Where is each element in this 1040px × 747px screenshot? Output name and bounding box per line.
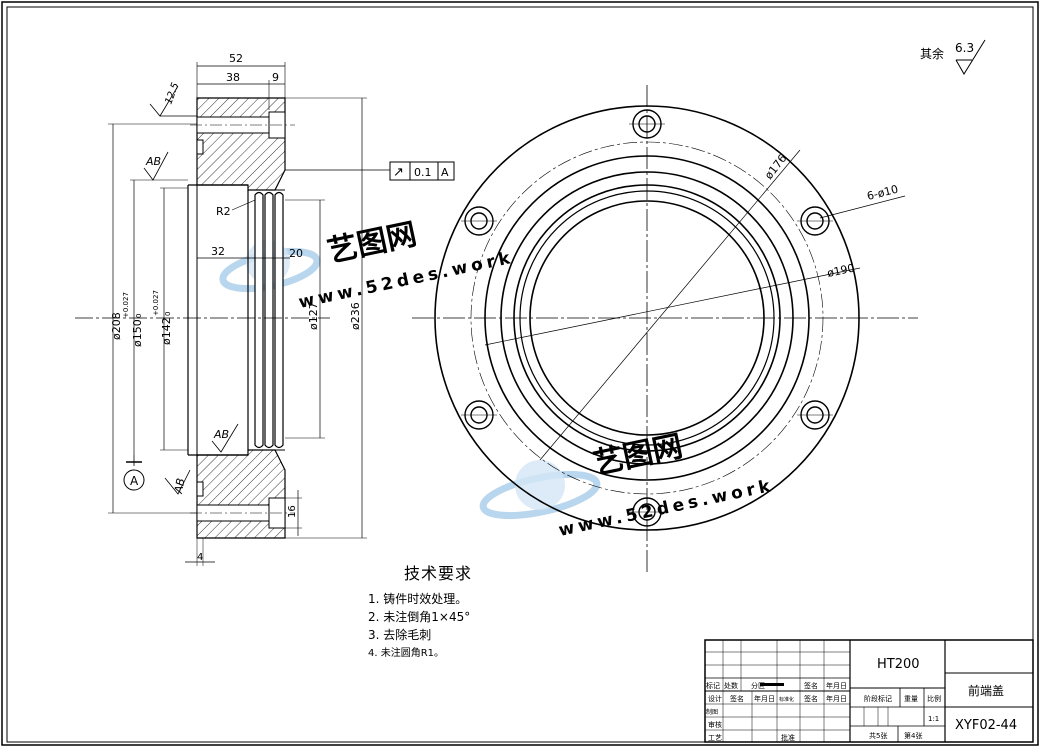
tech-requirements-title: 技术要求 — [404, 564, 473, 583]
dim-overall-width: 52 — [229, 52, 243, 65]
datum-a: A — [130, 474, 139, 488]
label-stage-mark: 阶段标记 — [864, 694, 892, 703]
bolt-hole — [797, 400, 833, 430]
tol-142-upper: +0.027 — [152, 290, 160, 316]
dim-dia-208: ø208 — [110, 312, 123, 340]
dim-holes: 6-ø10 — [866, 183, 900, 203]
tech-item-2: 2. 未注倒角1×45° — [368, 610, 471, 624]
label-zone: 分区 — [751, 681, 765, 690]
dim-dia-190: ø190 — [826, 261, 856, 279]
section-view: 52 38 9 12.5 AB AB AB R2 32 20 ø208 ø150… — [75, 52, 455, 566]
label-approve: 批准 — [781, 733, 795, 742]
tech-item-4: 4. 未注圆角R1。 — [368, 648, 445, 659]
dim-width-16: 16 — [287, 505, 298, 518]
dim-width-4: 4 — [197, 552, 203, 563]
dim-width-9: 9 — [272, 71, 279, 84]
dim-dia-142: ø142 — [160, 317, 173, 345]
tolerance-value: 0.1 — [414, 166, 432, 179]
label-signature-1: 签名 — [804, 681, 818, 690]
tech-item-1: 1. 铸件时效处理。 — [368, 592, 468, 606]
title-block-text: HT200 前端盖 XYF02-44 1:1 共5张 第4张 阶段标记 重量 比… — [706, 657, 1017, 742]
roughness-top: 12.5 — [164, 81, 182, 106]
watermark-2: 艺图网 www.52des.work — [479, 429, 776, 541]
label-ratio: 比例 — [927, 694, 941, 703]
roughness-other-value: 6.3 — [955, 41, 974, 55]
roughness-other: 其余 6.3 — [920, 39, 986, 75]
label-process: 工艺 — [708, 734, 722, 742]
dim-dia-150: ø150 — [131, 319, 144, 347]
label-review: 审核 — [708, 720, 722, 729]
material: HT200 — [877, 657, 920, 672]
label-signature-3: 签名 — [804, 694, 818, 703]
sheets-total: 共5张 — [869, 731, 887, 740]
tolerance-datum: A — [441, 166, 449, 179]
label-signature-2: 签名 — [730, 694, 744, 703]
roughness-ab-1: AB — [145, 155, 161, 168]
dim-depth-32: 32 — [211, 245, 225, 258]
scale: 1:1 — [928, 715, 939, 723]
tolerance-symbol: ↗ — [393, 165, 404, 180]
label-date-1: 年月日 — [826, 681, 847, 690]
tol-150-upper: +0.027 — [122, 292, 130, 318]
tol-150-lower: 0 — [135, 314, 143, 318]
label-date-3: 年月日 — [826, 694, 847, 703]
dim-dia-236: ø236 — [349, 302, 362, 330]
watermark-1: 艺图网 www.52des.work — [219, 217, 516, 313]
drawing-number: XYF02-44 — [955, 718, 1017, 733]
bolt-hole — [629, 109, 665, 139]
watermark-1-brand: 艺图网 — [324, 217, 419, 270]
tol-142-lower: 0 — [164, 312, 172, 316]
bolt-hole — [629, 497, 665, 527]
roughness-other-prefix: 其余 — [920, 46, 944, 61]
change-mark-bar — [760, 683, 784, 686]
label-design: 设计 — [708, 694, 722, 703]
dim-groove-20: 20 — [289, 247, 303, 260]
title-block — [704, 639, 1034, 743]
front-view: ø176 6-ø10 ø190 — [412, 85, 918, 575]
label-date-2: 年月日 — [754, 694, 775, 703]
label-weight: 重量 — [904, 695, 918, 703]
label-standardize: 标准化 — [779, 696, 794, 703]
part-name: 前端盖 — [968, 683, 1004, 698]
bolt-hole — [461, 400, 497, 430]
bolt-hole — [461, 206, 497, 236]
sheet-number: 第4张 — [904, 731, 922, 740]
dim-width-38: 38 — [226, 71, 240, 84]
inner-border — [6, 6, 1034, 743]
bolt-hole — [797, 206, 833, 236]
watermark-2-url: www.52des.work — [557, 476, 776, 541]
label-mark: 标记 — [706, 681, 720, 690]
dim-dia-127: ø127 — [307, 302, 320, 330]
roughness-ab-2: AB — [213, 428, 229, 441]
label-count: 处数 — [724, 681, 738, 690]
tech-item-3: 3. 去除毛刺 — [368, 628, 432, 642]
dim-radius-r2: R2 — [216, 205, 231, 218]
label-draw: 制图 — [706, 708, 718, 716]
